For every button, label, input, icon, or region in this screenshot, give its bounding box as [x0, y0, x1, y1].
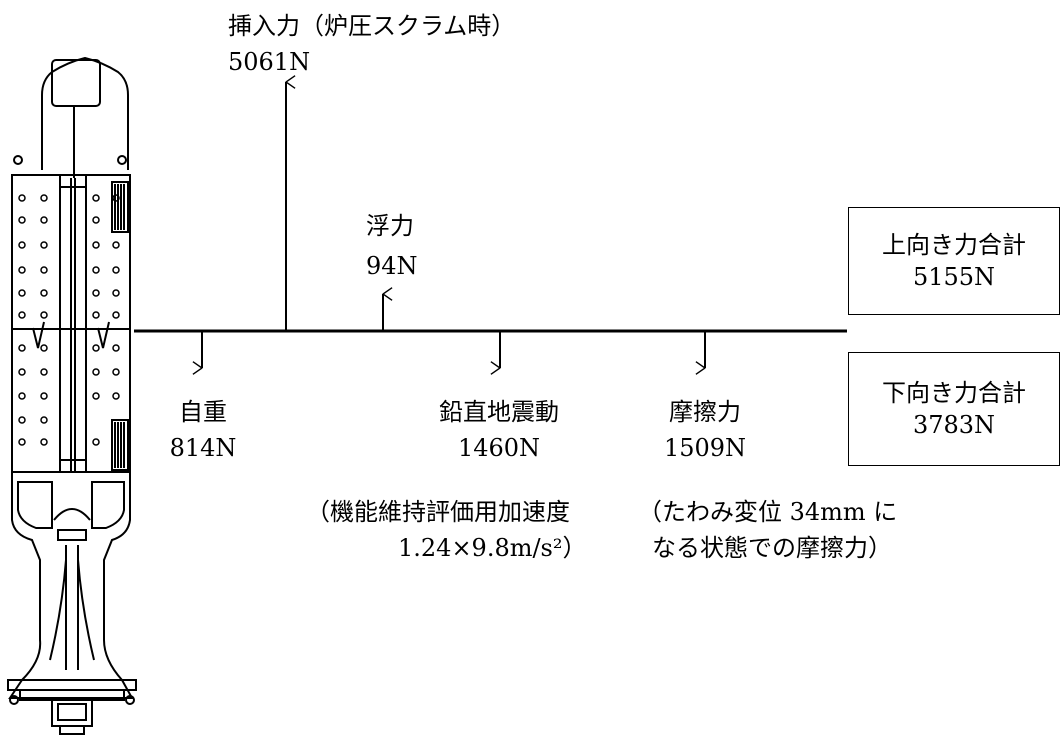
friction-note-line2: なる状態での摩擦力） [652, 534, 892, 562]
downward-total-box: 下向き力合計 3783N [848, 352, 1060, 466]
downward-total-label: 下向き力合計 [882, 379, 1026, 407]
seismic-value: 1460N [457, 434, 541, 462]
self-weight-label: 自重 [179, 398, 227, 426]
insertion-force-value: 5061N [228, 48, 311, 76]
buoyancy-label: 浮力 [366, 212, 414, 240]
self-weight-value: 814N [169, 434, 237, 462]
control-rod-illustration [7, 56, 137, 735]
friction-value: 1509N [663, 434, 747, 462]
friction-label: 摩擦力 [669, 398, 741, 426]
seismic-note-line2: 1.24×9.8m/s²） [398, 534, 587, 562]
insertion-force-label: 挿入力（炉圧スクラム時） [228, 12, 516, 40]
upward-total-value: 5155N [912, 263, 996, 291]
downward-total-value: 3783N [912, 411, 996, 439]
seismic-note-line1: （機能維持評価用加速度 [306, 498, 570, 526]
upward-total-box: 上向き力合計 5155N [848, 207, 1060, 315]
friction-note-line1: （たわみ変位 34mm に [638, 498, 898, 526]
seismic-label: 鉛直地震動 [439, 398, 559, 426]
upward-total-label: 上向き力合計 [882, 231, 1026, 259]
buoyancy-value: 94N [366, 252, 418, 280]
